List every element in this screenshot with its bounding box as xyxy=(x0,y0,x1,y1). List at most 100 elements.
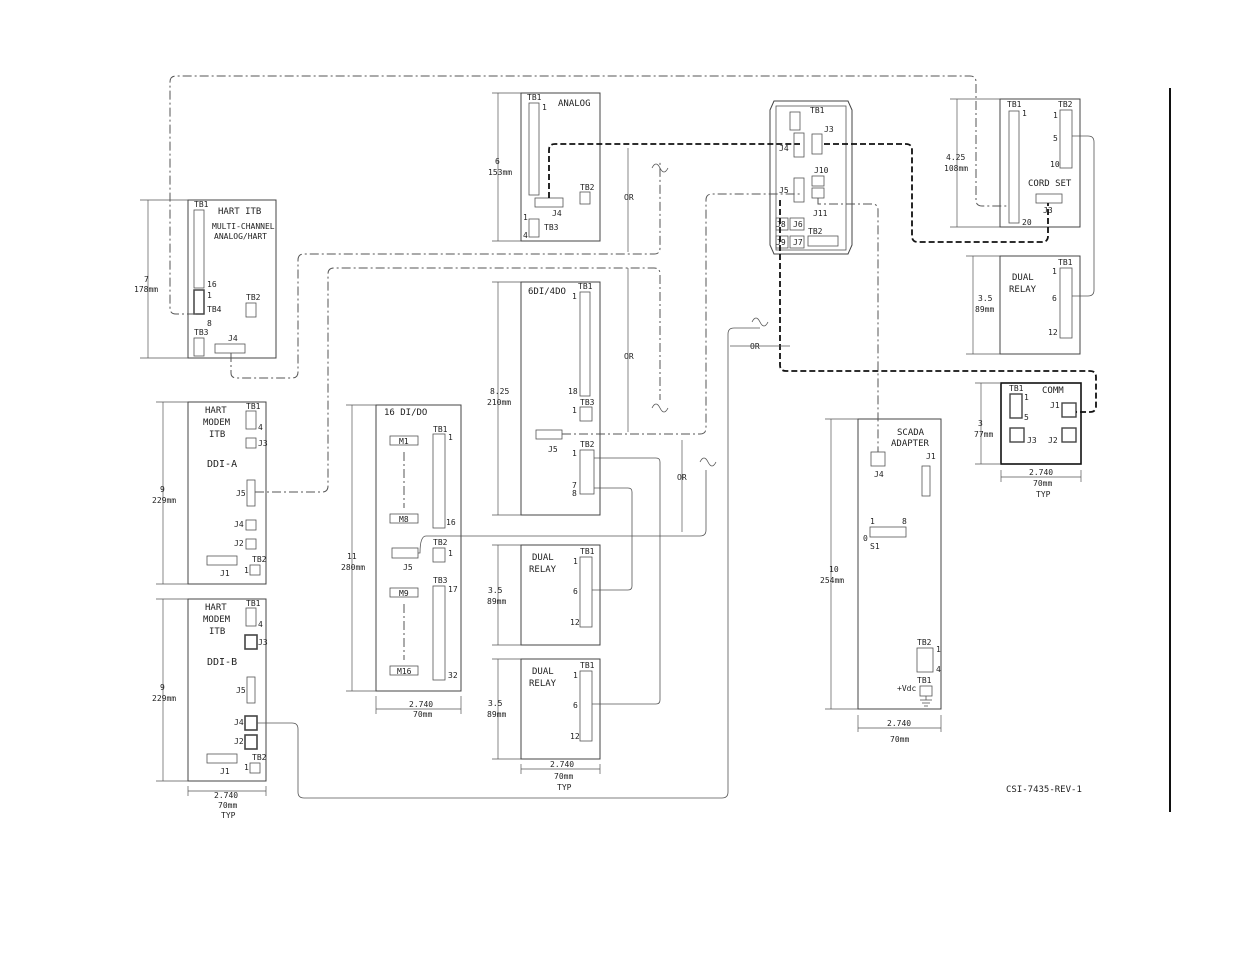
scada-adapter-board: SCADA ADAPTER J4 J1 1 8 0 S1 TB2 1 4 TB1… xyxy=(820,418,942,744)
ddi-a-title1: HART xyxy=(205,406,227,416)
controller-tb2: TB2 xyxy=(808,227,823,236)
cord-set-title: CORD SET xyxy=(1028,179,1072,189)
controller-j4: J4 xyxy=(779,144,789,153)
scada-tb2: TB2 xyxy=(917,638,932,647)
controller-j5: J5 xyxy=(779,186,789,195)
controller-j9: J9 xyxy=(776,238,786,247)
comm-j2: J2 xyxy=(1048,436,1058,445)
ddi-b-board: HART MODEM ITB DDI-B TB1 4 J3 J5 J4 J2 T… xyxy=(152,598,268,820)
ddi-a-j1-label: J1 xyxy=(220,569,230,578)
dual-relay-mid2-pin1: 1 xyxy=(573,671,578,680)
controller-j3: J3 xyxy=(824,125,834,134)
hart-itb-subtitle1: MULTI-CHANNEL xyxy=(212,222,275,231)
analog-tb2-label: TB2 xyxy=(580,183,595,192)
dual-relay-mid2-title2: RELAY xyxy=(529,679,557,689)
analog-title: ANALOG xyxy=(558,99,591,109)
scada-vdc: +Vdc xyxy=(897,684,916,693)
cord-set-tb1: TB1 xyxy=(1007,100,1022,109)
six-di-title: 6DI/4DO xyxy=(528,287,566,297)
hart-itb-tb4-label: TB4 xyxy=(207,305,222,314)
dual-relay-mid1-tb1: TB1 xyxy=(580,547,595,556)
di16-title: 16 DI/DO xyxy=(384,408,427,418)
ddi-a-j4-label: J4 xyxy=(234,520,244,529)
dual-relay-mid2-title1: DUAL xyxy=(532,667,554,677)
dual-relay-right-pin12: 12 xyxy=(1048,328,1058,337)
drawing-id: CSI-7435-REV-1 xyxy=(1006,785,1082,795)
ddi-b-width-in: 2.740 xyxy=(214,791,238,800)
comm-board: COMM TB1 1 5 J1 J3 J2 3 77mm 2.740 70mm … xyxy=(974,382,1082,499)
ddi-a-j3-label: J3 xyxy=(258,439,268,448)
dual-relay-mid2-width-mm: 70mm xyxy=(554,772,573,781)
ddi-b-j4-label: J4 xyxy=(234,718,244,727)
analog-pin4: 4 xyxy=(523,231,528,240)
comm-j1: J1 xyxy=(1050,401,1060,410)
analog-tb1-label: TB1 xyxy=(527,93,542,102)
dual-relay-right-height-in: 3.5 xyxy=(978,294,993,303)
cord-set-pin5: 5 xyxy=(1053,134,1058,143)
ddi-b-name: DDI-B xyxy=(207,657,237,668)
di16-height-in: 11 xyxy=(347,552,357,561)
di16-m9: M9 xyxy=(399,589,409,598)
hart-itb-subtitle2: ANALOG/HART xyxy=(214,232,267,241)
comm-pin5: 5 xyxy=(1024,413,1029,422)
hart-itb-j4-label: J4 xyxy=(228,334,238,343)
controller-tb1: TB1 xyxy=(810,106,825,115)
scada-pin8: 8 xyxy=(902,517,907,526)
six-di-height-in: 8.25 xyxy=(490,387,509,396)
ddi-a-height-mm: 229mm xyxy=(152,496,176,505)
di16-j5-label: J5 xyxy=(403,563,413,572)
comm-width-mm: 70mm xyxy=(1033,479,1052,488)
controller-j10: J10 xyxy=(814,166,829,175)
controller-j11: J11 xyxy=(813,209,828,218)
or-label-2: OR xyxy=(624,352,634,361)
comm-pin1: 1 xyxy=(1024,393,1029,402)
scada-title1: SCADA xyxy=(897,428,925,438)
scada-width-mm: 70mm xyxy=(890,735,909,744)
dual-relay-mid2-height-in: 3.5 xyxy=(488,699,503,708)
dual-relay-mid1-pin12: 12 xyxy=(570,618,580,627)
ddi-b-title3: ITB xyxy=(209,627,225,637)
di16-pin17: 17 xyxy=(448,585,458,594)
ddi-b-height-mm: 229mm xyxy=(152,694,176,703)
scada-pin0: 0 xyxy=(863,534,868,543)
ddi-b-title2: MODEM xyxy=(203,615,231,625)
analog-height-mm: 153mm xyxy=(488,168,512,177)
ddi-b-width-typ: TYP xyxy=(221,811,236,820)
ddi-a-j2-label: J2 xyxy=(234,539,244,548)
di16-pin1b: 1 xyxy=(448,549,453,558)
scada-title2: ADAPTER xyxy=(891,439,930,449)
analog-pin1b: 1 xyxy=(523,213,528,222)
scada-pin1: 1 xyxy=(870,517,875,526)
hart-itb-tb1-label: TB1 xyxy=(194,200,209,209)
di16-width-mm: 70mm xyxy=(413,710,432,719)
dual-relay-right-tb1: TB1 xyxy=(1058,258,1073,267)
or-label-4: OR xyxy=(750,342,760,351)
ddi-a-height-in: 9 xyxy=(160,485,165,494)
ddi-b-width-mm: 70mm xyxy=(218,801,237,810)
di16-pin32: 32 xyxy=(448,671,458,680)
ddi-a-title3: ITB xyxy=(209,430,225,440)
analog-board: ANALOG TB1 1 TB2 J4 TB3 1 4 6 153mm xyxy=(488,92,601,242)
ddi-b-j3-label: J3 xyxy=(258,638,268,647)
di16-m8: M8 xyxy=(399,515,409,524)
ddi-a-tb2-label: TB2 xyxy=(252,555,267,564)
di16-m16: M16 xyxy=(397,667,412,676)
six-di-pin8: 8 xyxy=(572,489,577,498)
controller-j6: J6 xyxy=(793,220,803,229)
dual-relay-mid1-height-in: 3.5 xyxy=(488,586,503,595)
cord-set-height-in: 4.25 xyxy=(946,153,965,162)
ddi-b-pin4: 4 xyxy=(258,620,263,629)
comm-width-typ: TYP xyxy=(1036,490,1051,499)
di16-board: 16 DI/DO TB1 1 16 M1 M8 J5 TB2 1 TB3 17 … xyxy=(341,404,462,719)
hart-itb-pin1: 1 xyxy=(207,291,212,300)
ddi-b-tb2-label: TB2 xyxy=(252,753,267,762)
ddi-b-title1: HART xyxy=(205,603,227,613)
six-di-pin1c: 1 xyxy=(572,449,577,458)
cord-set-pin10: 10 xyxy=(1050,160,1060,169)
ddi-b-height-in: 9 xyxy=(160,683,165,692)
dual-relay-mid2-board: DUAL RELAY TB1 1 6 12 3.5 89mm 2.740 70m… xyxy=(487,658,601,792)
comm-width-in: 2.740 xyxy=(1029,468,1053,477)
cord-set-pin1a: 1 xyxy=(1022,109,1027,118)
ddi-a-name: DDI-A xyxy=(207,459,237,470)
